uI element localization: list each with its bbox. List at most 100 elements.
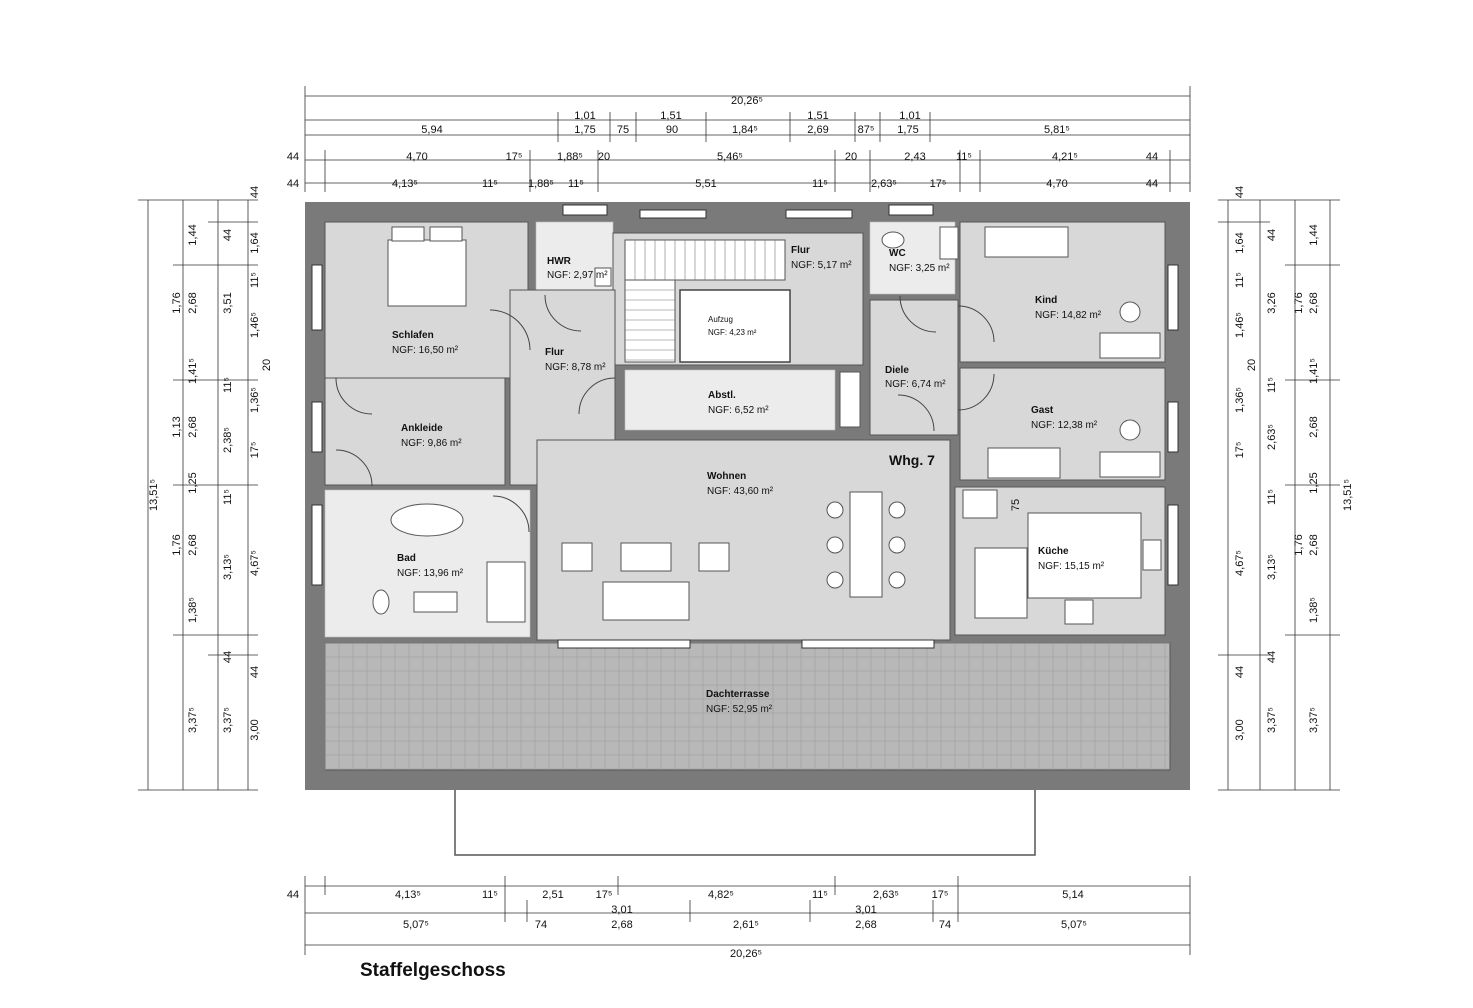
left-col3-dim: 11⁵: [222, 377, 234, 393]
room-area-wc: NGF: 3,25 m²: [889, 263, 950, 274]
window: [888, 204, 934, 216]
room-name-bad: Bad: [397, 553, 416, 564]
room-labels: Schlafen NGF: 16,50 m² HWR NGF: 2,97 m² …: [392, 245, 1105, 715]
room-area-gast: NGF: 12,38 m²: [1031, 420, 1098, 431]
room-name-dachterrasse: Dachterrasse: [706, 689, 770, 700]
top-row2-dim: 87⁵: [858, 124, 875, 136]
left-col4-dim: 3,00: [249, 719, 261, 740]
right-col2-dim: 44: [1266, 229, 1278, 241]
top-row4-dim: 11⁵: [482, 178, 498, 190]
left-col2-dim: 1,38⁵: [187, 597, 199, 623]
top-row2-dim: 1,75: [897, 124, 918, 136]
bottom-row1-dim: 4,82⁵: [708, 889, 734, 901]
bottom-row1-dim: 5,14: [1062, 889, 1083, 901]
room-area-kueche: NGF: 15,15 m²: [1038, 561, 1105, 572]
dimension-lines-bottom: 44 4,13⁵ 11⁵ 2,51 17⁵ 4,82⁵ 11⁵ 2,63⁵ 17…: [287, 876, 1191, 960]
door-swing: [957, 305, 995, 343]
left-col1-dim: 3,37⁵: [187, 707, 199, 733]
top-row4-dim: 4,70: [1046, 178, 1067, 190]
sink-icon: [413, 591, 458, 613]
bottom-row1-dim: 4,13⁵: [395, 889, 421, 901]
room-name-diele: Diele: [885, 365, 909, 376]
right-col2-dim: 11⁵: [1266, 489, 1278, 505]
toilet-icon: [881, 231, 905, 249]
top-row2-dim: 1,84⁵: [732, 124, 758, 136]
right-col1-dim: 20: [1246, 359, 1258, 371]
right-col1-dim: 1,46⁵: [1234, 312, 1246, 338]
bottom-row3-dim: 2,68: [855, 919, 876, 931]
left-col3-dim: 3,13⁵: [222, 554, 234, 580]
right-col4-dim: 1,76: [1293, 534, 1305, 555]
right-col1-dim: 11⁵: [1234, 272, 1246, 288]
room-name-hwr: HWR: [547, 256, 572, 267]
bottom-row3-dim: 74: [939, 919, 951, 931]
left-col4-dim: 44: [249, 666, 261, 678]
left-col4-dim: 1,36⁵: [249, 387, 261, 413]
window: [1167, 401, 1179, 453]
top-row3-dim: 20: [598, 151, 610, 163]
top-row1-dim: 1,01: [899, 110, 920, 122]
room-area-wohnen: NGF: 43,60 m²: [707, 486, 774, 497]
room-name-gast: Gast: [1031, 405, 1054, 416]
left-col2-dim: 2,68: [187, 292, 199, 313]
left-col4-dim: 44: [249, 186, 261, 198]
room-area-aufzug: NGF: 4,23 m²: [708, 328, 757, 337]
furniture: [372, 226, 1162, 625]
window: [311, 401, 323, 453]
right-col1-dim: 4,67⁵: [1234, 550, 1246, 576]
window: [801, 639, 935, 649]
bottom-row1-dim: 17⁵: [932, 889, 949, 901]
bottom-row3-dim: 2,61⁵: [733, 919, 759, 931]
bottom-row1-dim: 11⁵: [812, 889, 828, 901]
right-col3-dim: 2,68: [1308, 416, 1320, 437]
right-col2-dim: 2,63⁵: [1266, 424, 1278, 450]
bottom-row1-dim: 2,51: [542, 889, 563, 901]
right-col3-dim: 1,25: [1308, 472, 1320, 493]
pot-icon: [1119, 301, 1141, 323]
room-area-flur-left: NGF: 8,78 m²: [545, 362, 606, 373]
left-col1-dim: 1,13: [171, 416, 183, 437]
right-col2-dim: 44: [1266, 651, 1278, 663]
door-swing: [335, 449, 373, 487]
pillow-icon: [391, 226, 425, 242]
chair-icon: [888, 536, 906, 554]
bottom-row3-dim: 5,07⁵: [403, 919, 429, 931]
shower-icon: [486, 561, 526, 623]
single-bed-icon: [984, 226, 1069, 258]
bottom-row1-dim: 2,63⁵: [873, 889, 899, 901]
left-col2-dim: 1,44: [187, 224, 199, 245]
right-col1-dim: 3,00: [1234, 719, 1246, 740]
right-col2-dim: 11⁵: [1266, 377, 1278, 393]
kitchen-cabinet-icon: [974, 547, 1028, 619]
dimension-lines-top: 20,26⁵ 1,01 1,51 1,51 1,01 5,94 1,75 75 …: [287, 86, 1191, 192]
top-row2-dim: 90: [666, 124, 678, 136]
door-swing: [897, 394, 935, 432]
left-col4-dim: 4,67⁵: [249, 550, 261, 576]
toilet-icon: [372, 589, 390, 615]
window: [1167, 264, 1179, 331]
shower-icon: [939, 226, 959, 260]
top-row3-dim: 20: [845, 151, 857, 163]
room-area-dachterrasse: NGF: 52,95 m²: [706, 704, 773, 715]
bottom-row3-dim: 74: [535, 919, 547, 931]
wardrobe-icon: [839, 371, 861, 428]
top-row2-dim: 5,81⁵: [1044, 124, 1070, 136]
right-col3-dim: 1,41⁵: [1308, 358, 1320, 384]
room-diele: [869, 299, 959, 436]
room-area-ankleide: NGF: 9,86 m²: [401, 438, 462, 449]
room-name-wc: WC: [889, 248, 906, 259]
top-row3-dim: 11⁵: [956, 151, 972, 163]
stove-icon: [1064, 599, 1094, 625]
windows: [311, 204, 1179, 649]
left-col4-dim: 1,46⁵: [249, 312, 261, 338]
pillow-icon: [429, 226, 463, 242]
left-col4-dim: 1,64: [249, 232, 261, 253]
sofa-icon: [987, 447, 1061, 479]
room-area-kind: NGF: 14,82 m²: [1035, 310, 1102, 321]
bottom-row3-dim: 5,07⁵: [1061, 919, 1087, 931]
top-row4-dim: 44: [1146, 178, 1158, 190]
window: [311, 264, 323, 331]
right-col1-dim: 17⁵: [1234, 442, 1246, 459]
room-name-schlafen: Schlafen: [392, 330, 434, 341]
